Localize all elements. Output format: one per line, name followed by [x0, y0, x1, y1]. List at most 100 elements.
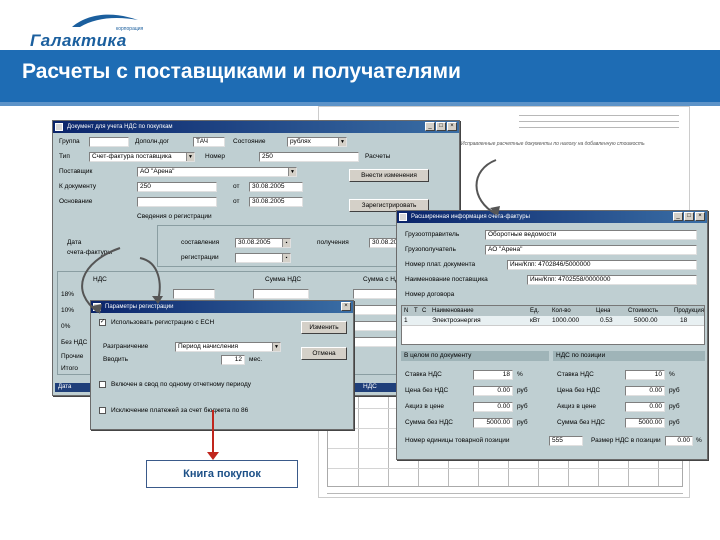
data-registracii-field[interactable]: ▪: [235, 253, 291, 263]
summa-s-nds-label: Сумма с НДС: [363, 276, 405, 283]
l-cena-field[interactable]: 0.00: [473, 386, 513, 396]
r-summa-label: Сумма без НДС: [557, 419, 605, 426]
use-registration-label: Использовать регистрацию с ЕСН: [111, 319, 215, 326]
chevron-down-icon[interactable]: ▼: [338, 138, 346, 146]
ot-date-2[interactable]: 30.08.2005: [249, 197, 303, 207]
vat-18-field-1[interactable]: [173, 289, 215, 299]
naim-post-field[interactable]: Инн/Кпп: 4702558/0000000: [527, 275, 697, 285]
window-app-icon: [93, 303, 101, 311]
calendar-icon[interactable]: ▪: [282, 254, 290, 262]
gruzopoluch-field[interactable]: АО "Арена": [485, 245, 697, 255]
ext-window-title: Расширенная информация счета-фактуры: [411, 214, 530, 220]
vvedite-field[interactable]: 12: [221, 355, 245, 365]
vat-18-field-2[interactable]: [253, 289, 309, 299]
l-cena-label: Цена без НДС: [405, 387, 449, 394]
r-stavka-unit: %: [669, 371, 675, 378]
chevron-down-icon[interactable]: ▼: [288, 168, 296, 176]
red-arrow-shaft: [212, 410, 214, 454]
title-bar: Расчеты с поставщиками и получателями: [0, 50, 720, 102]
col-header: Ед.: [530, 308, 540, 314]
nomer-field[interactable]: 250: [259, 152, 359, 162]
col-header: Наименование: [432, 308, 474, 314]
bez-nds-label: Без НДС: [61, 339, 88, 346]
use-registration-checkbox[interactable]: ✓: [99, 319, 106, 326]
vat-0-label: 0%: [61, 323, 71, 330]
red-arrow-head-icon: [207, 452, 219, 460]
nomer-dogovora-label: Номер договора: [405, 291, 455, 298]
razmer-nds-field[interactable]: 0.00: [665, 436, 693, 446]
osnovanie-label: Основание: [59, 198, 93, 205]
postavschik-field[interactable]: АО "Арена" ▼: [137, 167, 297, 177]
nomer-edinicy-field[interactable]: 555: [549, 436, 583, 446]
isklyuchenie-checkbox[interactable]: [99, 407, 106, 414]
registration-dialog: Параметры регистрации × ✓ Использовать р…: [90, 300, 354, 430]
minimize-icon[interactable]: _: [425, 122, 435, 131]
raschety-label: Расчеты: [365, 153, 391, 160]
col-header: С: [422, 308, 427, 314]
otmena-button[interactable]: Отмена: [301, 347, 347, 360]
razgranichenie-value: Период начисления: [178, 343, 239, 350]
paper-doc-title: Исправленные расчетные документы по нало…: [461, 141, 645, 147]
postavschik-value: АО "Арена": [140, 168, 175, 175]
title-bar-shadow: [0, 102, 720, 106]
table-row[interactable]: 1 Электроэнергия кВт 1000.000 0.53 5000.…: [402, 316, 704, 326]
r-summa-field[interactable]: 5000.00: [625, 418, 665, 428]
razmer-nds-label: Размер НДС в позиции: [591, 437, 661, 444]
svod-checkbox[interactable]: [99, 381, 106, 388]
gruzopoluch-label: Грузополучатель: [405, 246, 456, 253]
close-icon[interactable]: ×: [447, 122, 457, 131]
r-cena-field[interactable]: 0.00: [625, 386, 665, 396]
r-summa-unit: руб: [669, 419, 680, 426]
l-summa-field[interactable]: 5000.00: [473, 418, 513, 428]
gruzootpr-field[interactable]: Оборотные ведомости: [485, 230, 697, 240]
cell: Электроэнергия: [432, 317, 481, 324]
minimize-icon[interactable]: _: [673, 212, 683, 221]
data-sostavleniya-field[interactable]: 30.08.2005 ▪: [235, 238, 291, 248]
osnovanie-field[interactable]: [137, 197, 217, 207]
data-label: Дата: [67, 239, 82, 246]
proch-label: Прочие: [61, 353, 84, 360]
data-sostavleniya-value: 30.08.2005: [238, 239, 271, 246]
reg-dialog-title: Параметры регистрации: [105, 304, 174, 310]
col-header: Стоимость: [628, 308, 659, 314]
logo-subtitle: корпорация: [116, 26, 144, 32]
razgranichenie-label: Разграничение: [103, 343, 149, 350]
maximize-icon[interactable]: □: [436, 122, 446, 131]
status-text: Дата: [58, 384, 72, 390]
group-field[interactable]: [89, 137, 129, 147]
reg-dialog-titlebar: Параметры регистрации ×: [91, 301, 353, 313]
chevron-down-icon[interactable]: ▼: [272, 343, 280, 351]
r-akciz-field[interactable]: 0.00: [625, 402, 665, 412]
k-dokumentu-field[interactable]: 250: [137, 182, 217, 192]
vvedite-unit: мес.: [249, 356, 263, 363]
sostoyanie-field[interactable]: рублях▼: [287, 137, 347, 147]
l-akciz-label: Акциз в цене: [405, 403, 445, 410]
polucheniya-label: получения: [317, 239, 349, 246]
dogovor-field[interactable]: ТАЧ: [193, 137, 225, 147]
close-icon[interactable]: ×: [695, 212, 705, 221]
l-stavka-field[interactable]: 18: [473, 370, 513, 380]
tip-select[interactable]: Счет-фактура поставщика▼: [89, 152, 195, 162]
nomer-plat-field[interactable]: Инн/Кпп: 4702846/5000000: [507, 260, 697, 270]
window-app-icon: [399, 213, 407, 221]
nomer-edinicy-label: Номер единицы товарной позиции: [405, 437, 510, 444]
chevron-down-icon[interactable]: ▼: [186, 153, 194, 161]
razgranichenie-select[interactable]: Период начисления ▼: [175, 342, 281, 352]
nomer-label: Номер: [205, 153, 226, 160]
close-icon[interactable]: ×: [341, 302, 351, 311]
cell: 18: [680, 317, 688, 324]
goods-table: N Т С Наименование Ед. Кол-во Цена Стоим…: [401, 305, 705, 345]
maximize-icon[interactable]: □: [684, 212, 694, 221]
vvedite-label: Вводить: [103, 356, 128, 363]
l-stavka-label: Ставка НДС: [405, 371, 442, 378]
razmer-nds-unit: %: [696, 437, 702, 444]
r-stavka-field[interactable]: 10: [625, 370, 665, 380]
izmenit-button[interactable]: Изменить: [301, 321, 347, 334]
calendar-icon[interactable]: ▪: [282, 239, 290, 247]
l-akciz-field[interactable]: 0.00: [473, 402, 513, 412]
extended-invoice-window: Расширенная информация счета-фактуры _ □…: [396, 210, 708, 460]
ot-date-1[interactable]: 30.08.2005: [249, 182, 303, 192]
nds-column-label: НДС: [93, 276, 107, 283]
vnesti-izmeneniya-button[interactable]: Внести изменения: [349, 169, 429, 182]
zaregistrirovat-button[interactable]: Зарегистрировать: [349, 199, 429, 212]
